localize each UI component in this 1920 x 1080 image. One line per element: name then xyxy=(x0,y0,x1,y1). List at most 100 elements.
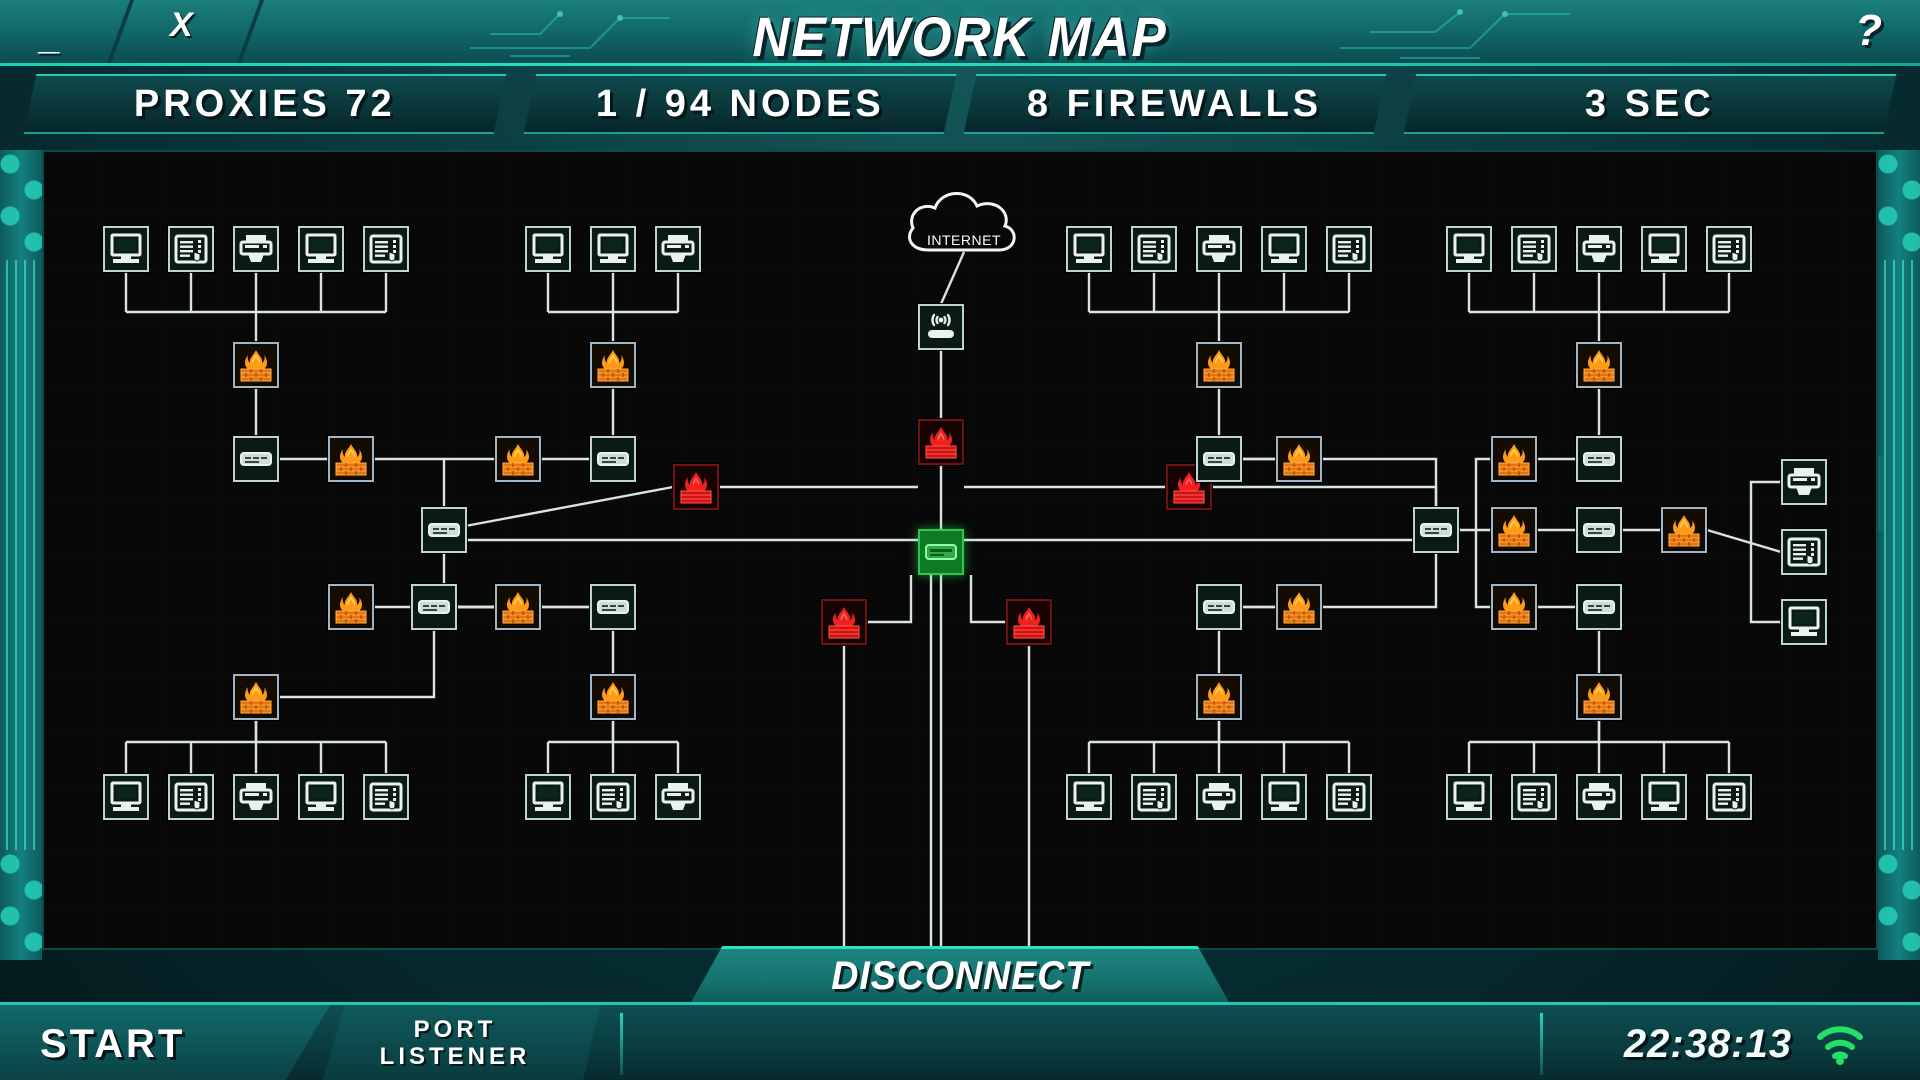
node-printer-icon[interactable] xyxy=(1196,774,1242,820)
node-firewall-red-icon[interactable] xyxy=(673,464,719,510)
node-desktop-icon[interactable] xyxy=(298,226,344,272)
internet-cloud-icon[interactable]: INTERNET xyxy=(899,180,1029,258)
node-firewall-red-icon[interactable] xyxy=(821,599,867,645)
node-server-hand-icon[interactable] xyxy=(1706,226,1752,272)
node-firewall-icon[interactable] xyxy=(328,584,374,630)
node-firewall-icon[interactable] xyxy=(590,342,636,388)
node-desktop-icon[interactable] xyxy=(1641,774,1687,820)
node-firewall-icon[interactable] xyxy=(1491,436,1537,482)
node-desktop-icon[interactable] xyxy=(1066,774,1112,820)
node-desktop-icon[interactable] xyxy=(525,774,571,820)
node-firewall-icon[interactable] xyxy=(1276,436,1322,482)
node-server-hand-icon[interactable] xyxy=(168,226,214,272)
node-server-hand-icon[interactable] xyxy=(1781,529,1827,575)
node-desktop-icon[interactable] xyxy=(525,226,571,272)
node-printer-icon[interactable] xyxy=(1576,774,1622,820)
node-printer-icon[interactable] xyxy=(655,226,701,272)
node-desktop-icon[interactable] xyxy=(1446,226,1492,272)
node-firewall-red-icon[interactable] xyxy=(918,419,964,465)
network-link xyxy=(1474,457,1491,530)
node-printer-icon[interactable] xyxy=(655,774,701,820)
node-server-hand-icon[interactable] xyxy=(168,774,214,820)
network-link xyxy=(279,630,436,699)
node-desktop-icon[interactable] xyxy=(103,226,149,272)
node-printer-icon[interactable] xyxy=(1781,459,1827,505)
node-firewall-icon[interactable] xyxy=(590,674,636,720)
node-switch-icon[interactable] xyxy=(1576,584,1622,630)
node-server-hand-icon[interactable] xyxy=(1511,226,1557,272)
close-button[interactable]: X xyxy=(170,6,193,44)
status-badge-nodes[interactable]: 1 / 94 NODES xyxy=(523,74,957,134)
minimize-button[interactable]: _ xyxy=(40,16,62,58)
node-firewall-icon[interactable] xyxy=(233,674,279,720)
node-desktop-icon[interactable] xyxy=(1261,774,1307,820)
node-firewall-icon[interactable] xyxy=(1576,342,1622,388)
port-listener-line1: PORT xyxy=(413,1016,497,1044)
hex-pattern-icon xyxy=(0,150,42,260)
status-bar: PROXIES 72 1 / 94 NODES 8 FIREWALLS 3 SE… xyxy=(0,66,1920,142)
right-rail xyxy=(1878,150,1920,960)
network-link xyxy=(443,485,674,532)
node-switch-icon[interactable] xyxy=(411,584,457,630)
node-printer-icon[interactable] xyxy=(1576,226,1622,272)
node-desktop-icon[interactable] xyxy=(1781,599,1827,645)
node-server-hand-icon[interactable] xyxy=(1326,774,1372,820)
node-switch-icon[interactable] xyxy=(590,584,636,630)
node-switch-icon[interactable] xyxy=(1413,507,1459,553)
node-firewall-icon[interactable] xyxy=(495,436,541,482)
node-printer-icon[interactable] xyxy=(1196,226,1242,272)
node-desktop-icon[interactable] xyxy=(298,774,344,820)
node-desktop-icon[interactable] xyxy=(1641,226,1687,272)
node-firewall-icon[interactable] xyxy=(1491,507,1537,553)
status-badge-proxies[interactable]: PROXIES 72 xyxy=(23,74,507,134)
start-button[interactable]: START xyxy=(0,1005,330,1080)
node-firewall-red-icon[interactable] xyxy=(1166,464,1212,510)
timer-value: 3 SEC xyxy=(1585,82,1715,125)
nodes-value: 1 / 94 NODES xyxy=(595,82,885,125)
node-switch-icon[interactable] xyxy=(1576,507,1622,553)
node-firewall-red-icon[interactable] xyxy=(1006,599,1052,645)
node-switch-icon[interactable] xyxy=(590,436,636,482)
node-switch-icon[interactable] xyxy=(421,507,467,553)
node-server-hand-icon[interactable] xyxy=(1511,774,1557,820)
network-link xyxy=(867,575,913,624)
node-firewall-icon[interactable] xyxy=(1196,342,1242,388)
node-server-hand-icon[interactable] xyxy=(1131,774,1177,820)
node-server-hand-icon[interactable] xyxy=(363,774,409,820)
node-firewall-icon[interactable] xyxy=(1276,584,1322,630)
node-firewall-icon[interactable] xyxy=(1576,674,1622,720)
node-firewall-icon[interactable] xyxy=(233,342,279,388)
node-desktop-icon[interactable] xyxy=(1066,226,1112,272)
node-server-hand-icon[interactable] xyxy=(590,774,636,820)
node-switch-icon[interactable] xyxy=(1576,436,1622,482)
page-title: NETWORK MAP xyxy=(752,5,1168,68)
status-badge-timer[interactable]: 3 SEC xyxy=(1403,74,1897,134)
node-switch-icon[interactable] xyxy=(1196,584,1242,630)
node-printer-icon[interactable] xyxy=(233,226,279,272)
start-label: START xyxy=(40,1021,186,1066)
node-firewall-icon[interactable] xyxy=(495,584,541,630)
node-printer-icon[interactable] xyxy=(233,774,279,820)
node-desktop-icon[interactable] xyxy=(590,226,636,272)
node-desktop-icon[interactable] xyxy=(103,774,149,820)
node-desktop-icon[interactable] xyxy=(1261,226,1307,272)
status-badge-firewalls[interactable]: 8 FIREWALLS xyxy=(963,74,1387,134)
node-desktop-icon[interactable] xyxy=(1446,774,1492,820)
node-switch-icon[interactable] xyxy=(233,436,279,482)
node-firewall-icon[interactable] xyxy=(328,436,374,482)
node-firewall-icon[interactable] xyxy=(1661,507,1707,553)
node-switch-icon[interactable] xyxy=(1196,436,1242,482)
node-firewall-icon[interactable] xyxy=(1196,674,1242,720)
node-server-hand-icon[interactable] xyxy=(1131,226,1177,272)
node-wireless-router-icon[interactable] xyxy=(918,304,964,350)
node-server-hand-icon[interactable] xyxy=(1706,774,1752,820)
network-map-canvas[interactable]: INTERNET xyxy=(42,150,1878,950)
node-server-hand-icon[interactable] xyxy=(1326,226,1372,272)
help-button[interactable]: ? xyxy=(1855,6,1882,55)
port-listener-button[interactable]: PORT LISTENER xyxy=(321,1005,600,1080)
node-server-hand-icon[interactable] xyxy=(363,226,409,272)
disconnect-button[interactable]: DISCONNECT xyxy=(690,946,1230,1004)
node-hacked-switch-icon[interactable] xyxy=(918,529,964,575)
node-firewall-icon[interactable] xyxy=(1491,584,1537,630)
